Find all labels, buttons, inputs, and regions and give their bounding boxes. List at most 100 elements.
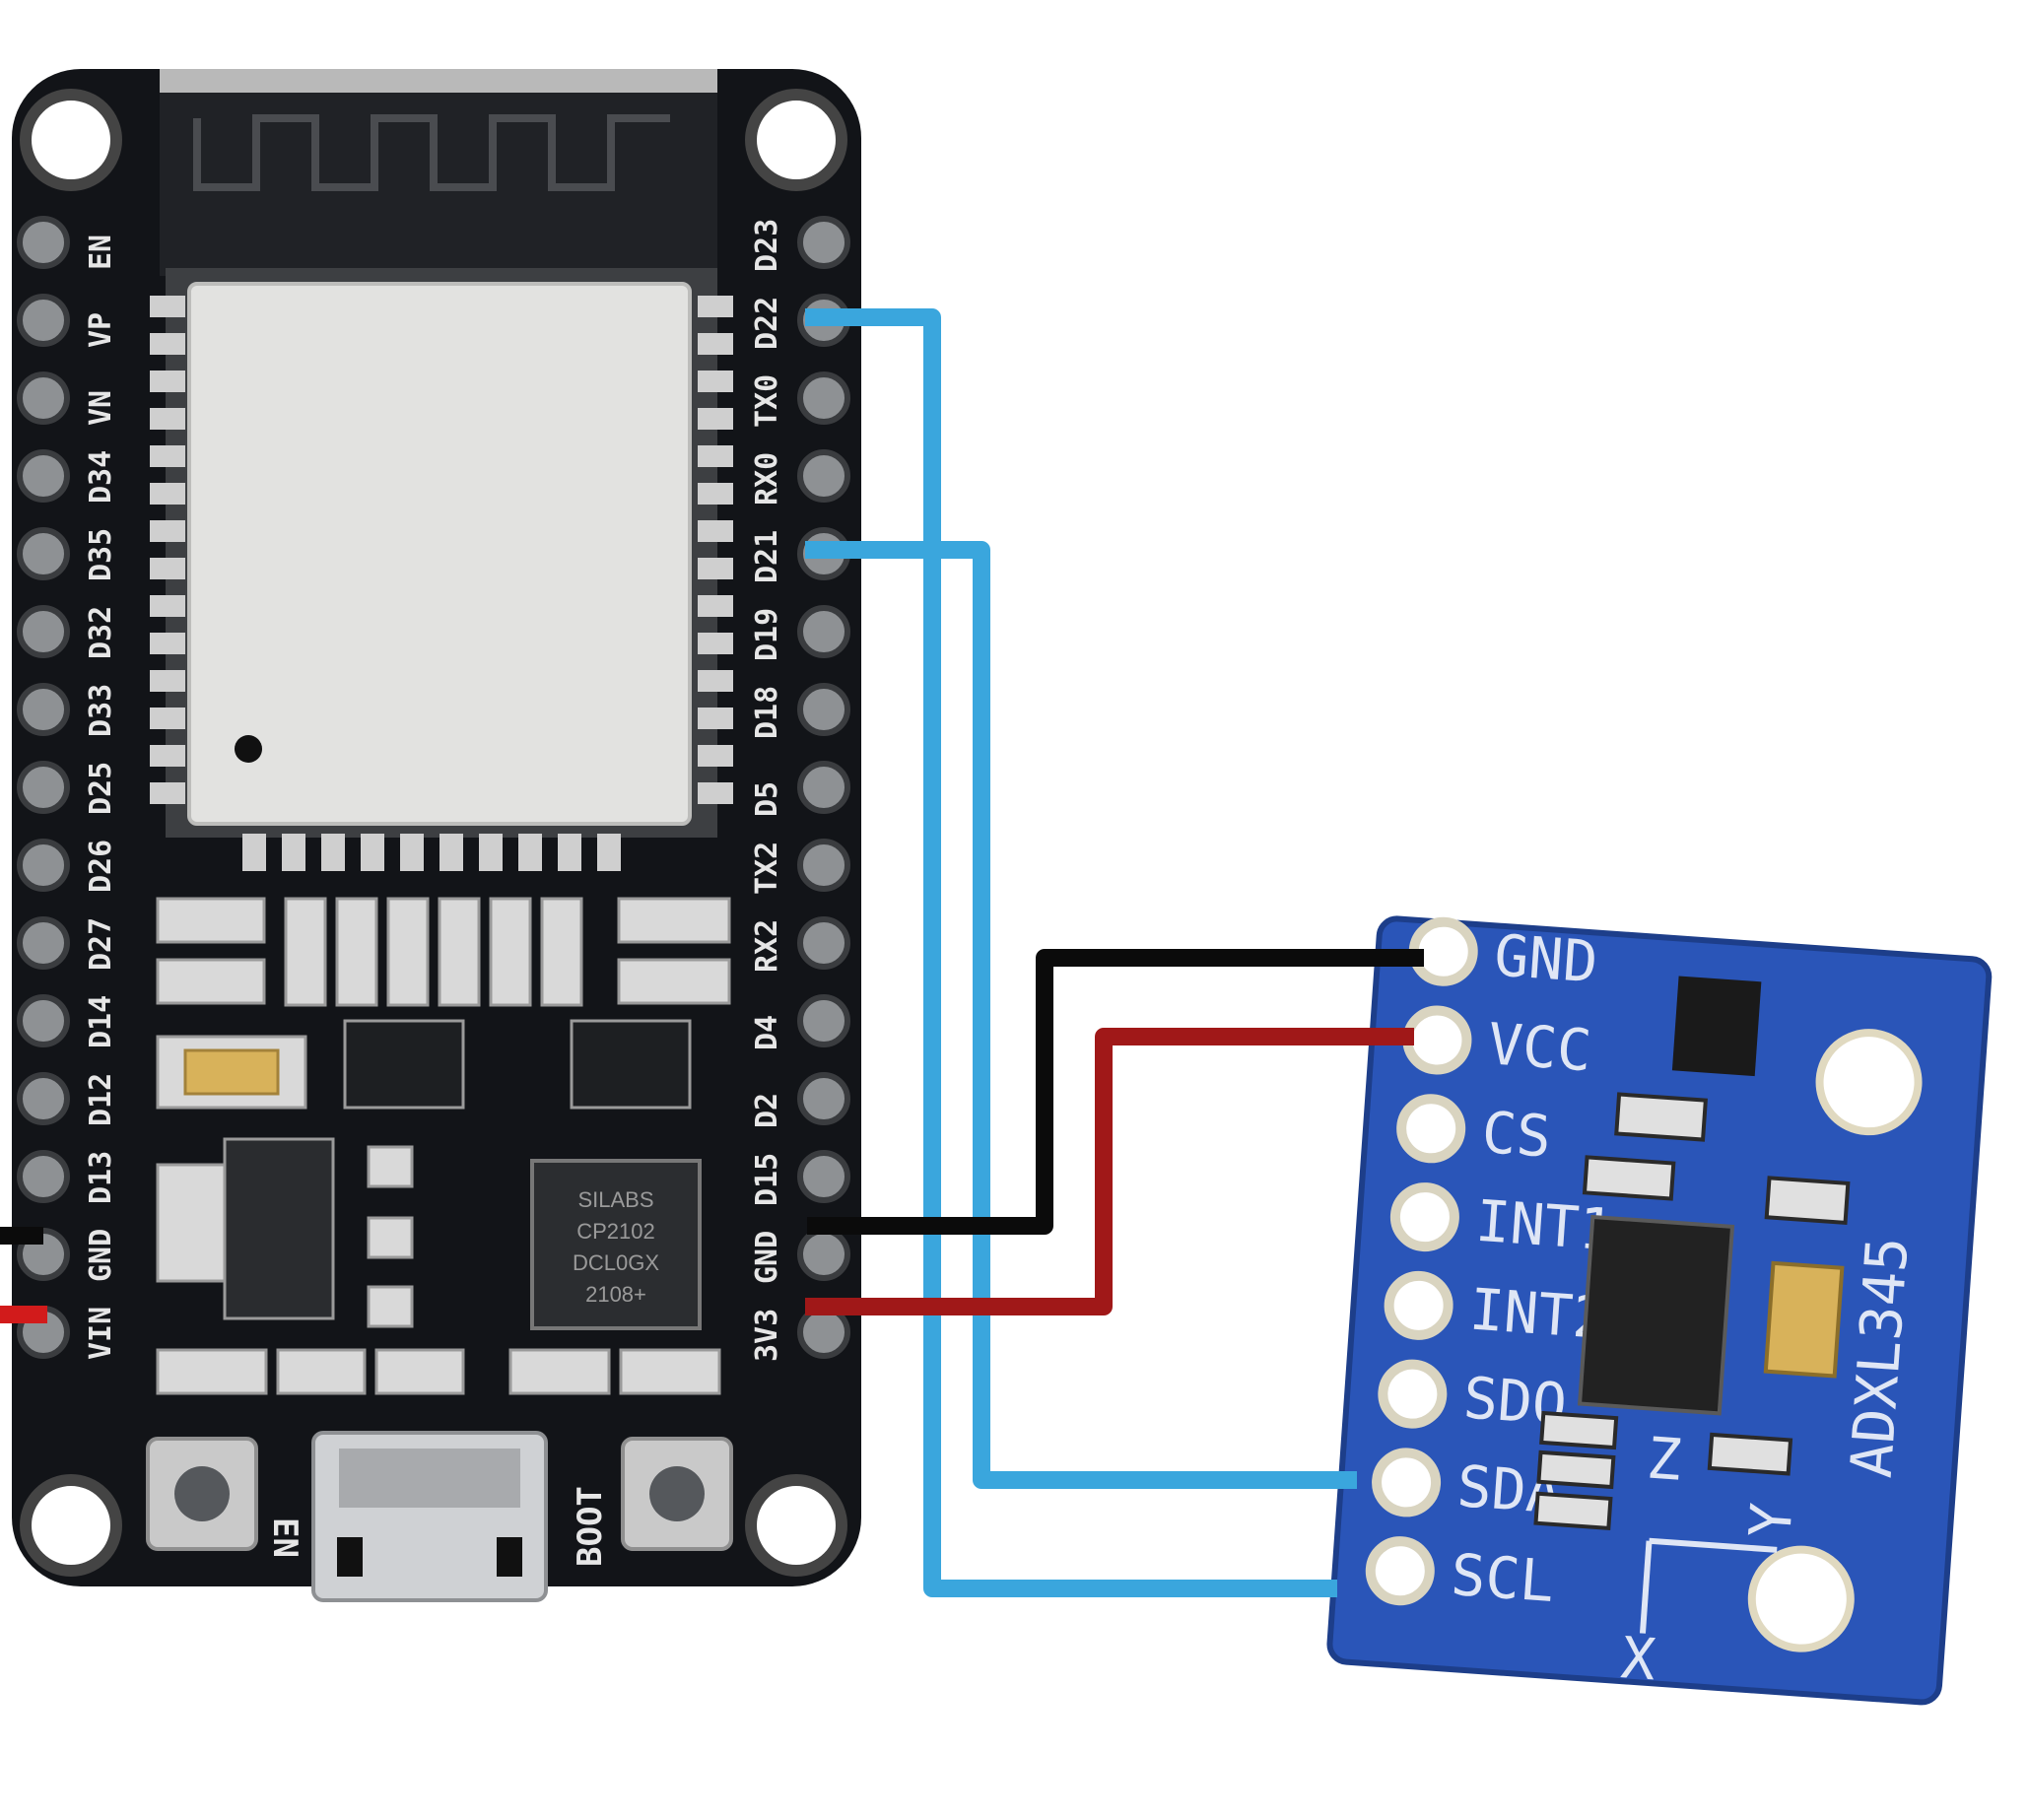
- esp32-pin-label-d25: D25: [84, 762, 118, 815]
- adxl-axis-z: Z: [1645, 1424, 1684, 1493]
- adxl-pin-label-vcc: VCC: [1486, 1010, 1593, 1084]
- esp32-pin-label-right-3v3-14: 3V3: [750, 1309, 784, 1362]
- adxl-pin-label-cs: CS: [1480, 1099, 1553, 1171]
- usb-uart-chip: SILABS CP2102 DCL0GX 2108+: [530, 1159, 702, 1330]
- wifi-antenna: [160, 69, 717, 276]
- esp32-pin-d26[interactable]: [17, 839, 70, 892]
- mount-hole-bottom-left: [20, 1474, 122, 1577]
- esp32-pin-label-gnd: GND: [84, 1229, 118, 1282]
- esp32-pin-d12[interactable]: [17, 1072, 70, 1125]
- esp32-pin-d25[interactable]: [17, 761, 70, 814]
- esp32-pin-d35[interactable]: [17, 527, 70, 580]
- esp32-pin-label-en: EN: [84, 235, 118, 270]
- module-castellations: [150, 296, 733, 871]
- esp32-pin-label-d27: D27: [84, 917, 118, 971]
- esp32-pin-right-tx2-8[interactable]: [797, 839, 850, 892]
- adxl-axis-y: Y: [1736, 1501, 1805, 1540]
- esp32-pin-vn[interactable]: [17, 371, 70, 425]
- mount-hole-top-left: [20, 89, 122, 191]
- esp32-pin-right-d19-5[interactable]: [797, 605, 850, 658]
- esp32-pin-label-right-d22-1: D22: [750, 297, 784, 350]
- right-pin-labels: D23D22TX0RX0D21D19D18D5TX2RX2D4D2D15GND3…: [750, 219, 784, 1362]
- esp32-pin-right-gnd-13[interactable]: [797, 1228, 850, 1281]
- esp32-pin-label-d35: D35: [84, 528, 118, 581]
- esp32-pin-label-right-d19-5: D19: [750, 608, 784, 661]
- esp32-pin-vp[interactable]: [17, 294, 70, 347]
- esp32-pin-d27[interactable]: [17, 916, 70, 970]
- esp32-pin-d33[interactable]: [17, 683, 70, 736]
- adxl-pin-int2[interactable]: [1384, 1270, 1453, 1340]
- adxl-sensor-chip: [1577, 1214, 1735, 1416]
- esp32-pin-right-rx0-3[interactable]: [797, 449, 850, 503]
- chip-text-line-4: 2108+: [585, 1282, 646, 1307]
- wire-3v3-vcc: [805, 1028, 1414, 1315]
- esp32-pin-label-right-d2-11: D2: [750, 1093, 784, 1128]
- esp32-pin-label-right-d21-4: D21: [750, 530, 784, 583]
- esp32-pin-label-right-tx0-2: TX0: [750, 374, 784, 428]
- esp32-pin-label-d34: D34: [84, 450, 118, 504]
- boot-button[interactable]: [621, 1437, 733, 1551]
- esp32-pin-d14[interactable]: [17, 994, 70, 1047]
- esp32-pin-right-tx0-2[interactable]: [797, 371, 850, 425]
- esp32-pin-label-d13: D13: [84, 1151, 118, 1204]
- esp32-pin-label-vin: VIN: [84, 1307, 118, 1360]
- adxl-pin-sda[interactable]: [1372, 1448, 1442, 1517]
- chip-text-line-1: SILABS: [577, 1187, 653, 1212]
- chip-text-line-2: CP2102: [576, 1219, 655, 1244]
- adxl-pin-cs[interactable]: [1396, 1094, 1466, 1164]
- esp32-pin-right-3v3-14[interactable]: [797, 1306, 850, 1359]
- esp32-pin-label-d32: D32: [84, 606, 118, 659]
- esp32-pin-label-d14: D14: [84, 995, 118, 1048]
- en-button-label: EN: [265, 1517, 304, 1558]
- wire-d21-sda: [805, 541, 1357, 1489]
- esp32-board: SILABS CP2102 DCL0GX 2108+ EN BOOT ENVPV…: [12, 69, 861, 1602]
- right-pin-header: [797, 216, 850, 1359]
- esp32-pin-en[interactable]: [17, 216, 70, 269]
- adxl-tantalum-cap: [1763, 1260, 1845, 1379]
- esp32-pin-label-right-d4-10: D4: [750, 1015, 784, 1050]
- en-button[interactable]: [146, 1437, 258, 1551]
- esp32-pin-label-right-d23-0: D23: [750, 219, 784, 272]
- boot-button-label: BOOT: [571, 1486, 610, 1567]
- esp32-pin-label-right-gnd-13: GND: [750, 1231, 784, 1284]
- esp32-pin-label-right-tx2-8: TX2: [750, 842, 784, 895]
- wire-gnd-gnd: [807, 949, 1424, 1235]
- esp32-pin-right-rx2-9[interactable]: [797, 916, 850, 970]
- esp32-pin-label-right-rx0-3: RX0: [750, 452, 784, 506]
- left-pin-header: [17, 216, 70, 1359]
- adxl-mount-hole-bottom: [1747, 1545, 1855, 1652]
- mount-hole-top-right: [745, 89, 847, 191]
- esp32-pin-right-d4-10[interactable]: [797, 994, 850, 1047]
- esp32-pin-right-d23-0[interactable]: [797, 216, 850, 269]
- adxl-regulator: [1671, 976, 1762, 1077]
- esp32-pin-d34[interactable]: [17, 449, 70, 503]
- smd-components: [156, 897, 731, 1395]
- esp32-pin-right-d15-12[interactable]: [797, 1150, 850, 1203]
- esp32-pin-d13[interactable]: [17, 1150, 70, 1203]
- adxl-pin-scl[interactable]: [1365, 1536, 1435, 1606]
- adxl-pin-label-gnd: GND: [1492, 921, 1599, 995]
- adxl-smd-passives: [1533, 1092, 1851, 1530]
- esp32-pin-label-right-rx2-9: RX2: [750, 919, 784, 973]
- esp32-pin-right-d5-7[interactable]: [797, 761, 850, 814]
- adxl-pin-sdo[interactable]: [1378, 1359, 1448, 1429]
- esp32-pin-label-d12: D12: [84, 1073, 118, 1126]
- wire-d22-scl: [805, 308, 1337, 1597]
- left-pin-labels: ENVPVND34D35D32D33D25D26D27D14D12D13GNDV…: [84, 235, 118, 1360]
- esp32-pin-right-d2-11[interactable]: [797, 1072, 850, 1125]
- esp32-pin-label-d26: D26: [84, 840, 118, 893]
- esp32-pin-label-right-d5-7: D5: [750, 781, 784, 817]
- esp32-pin-label-d33: D33: [84, 684, 118, 737]
- esp32-pin-right-d18-6[interactable]: [797, 683, 850, 736]
- adxl-mount-hole-top: [1815, 1029, 1923, 1136]
- wires: [805, 308, 1424, 1597]
- adxl-pin-label-scl: SCL: [1449, 1541, 1556, 1615]
- mount-hole-bottom-right: [745, 1474, 847, 1577]
- esp32-pin-label-right-d18-6: D18: [750, 686, 784, 739]
- chip-text-line-3: DCL0GX: [573, 1250, 659, 1275]
- esp32-pin-d32[interactable]: [17, 605, 70, 658]
- adxl-pin-vcc[interactable]: [1402, 1005, 1472, 1075]
- adxl-pin-int1[interactable]: [1389, 1182, 1459, 1252]
